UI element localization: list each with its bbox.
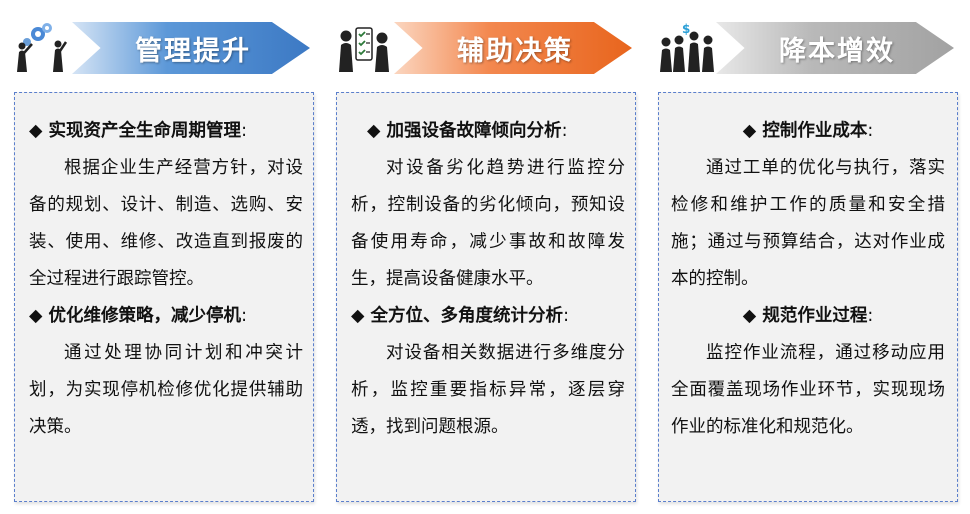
section-card: ◆ 加强设备故障倾向分析: 对设备劣化趋势进行监控分析，控制设备的劣化倾向，预知… — [336, 92, 636, 502]
section-title: 辅助决策 — [457, 35, 573, 67]
banner-decision: 辅助决策 — [394, 22, 632, 74]
svg-text:$: $ — [682, 22, 690, 36]
people-checklist-icon — [339, 27, 389, 72]
block-heading: ◆ 规范作业过程: — [742, 306, 874, 326]
people-dollar-icon: $ — [660, 22, 714, 72]
section-card: ◆ 控制作业成本: 通过工单的优化与执行，落实检修和维护工作的质量和安全措施；通… — [658, 92, 958, 502]
block-body: 监控作业流程，通过移动应用全面覆盖现场作业环节，实现现场作业的标准化和规范化。 — [671, 343, 945, 437]
block-body: 通过工单的优化与执行，落实检修和维护工作的质量和安全措施；通过与预算结合，达对作… — [671, 158, 945, 289]
banner-management: 管理提升 — [72, 22, 310, 74]
people-gears-icon — [17, 23, 68, 72]
block-heading: ◆ 加强设备故障倾向分析: — [367, 121, 568, 141]
block-body: 对设备相关数据进行多维度分析，监控重要指标异常，逐层穿透，找到问题根源。 — [351, 343, 625, 437]
block-heading: ◆ 实现资产全生命周期管理: — [29, 121, 247, 141]
block-body: 根据企业生产经营方针，对设备的规划、设计、制造、选购、安装、使用、维修、改造直到… — [29, 158, 303, 289]
section-card: ◆ 实现资产全生命周期管理: 根据企业生产经营方针，对设备的规划、设计、制造、选… — [14, 92, 314, 502]
section-title: 降本增效 — [779, 35, 895, 67]
section-title: 管理提升 — [135, 35, 251, 67]
section-cost: $ 降本增效 ◆ 控制作业成本: 通过工单的优化与执行，落实检修和维护工作的质量… — [658, 0, 958, 514]
banner-cost: 降本增效 — [716, 22, 954, 74]
block-heading: ◆ 优化维修策略，减少停机: — [29, 306, 247, 326]
section-management: 管理提升 ◆ 实现资产全生命周期管理: 根据企业生产经营方针，对设备的规划、设计… — [14, 0, 314, 514]
block-body: 通过处理协同计划和冲突计划，为实现停机检修优化提供辅助决策。 — [29, 343, 303, 437]
section-decision: 辅助决策 ◆ 加强设备故障倾向分析: 对设备劣化趋势进行监控分析，控制设备的劣化… — [336, 0, 636, 514]
block-heading: ◆ 控制作业成本: — [742, 121, 874, 141]
block-body: 对设备劣化趋势进行监控分析，控制设备的劣化倾向，预知设备使用寿命，减少事故和故障… — [351, 158, 625, 289]
block-heading: ◆ 全方位、多角度统计分析: — [351, 306, 569, 326]
